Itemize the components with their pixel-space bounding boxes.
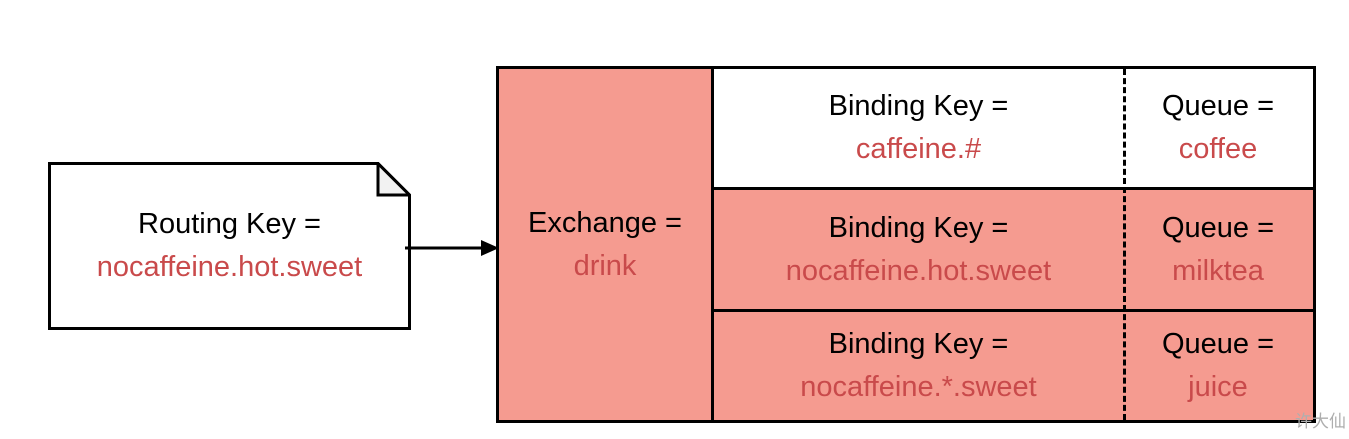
binding-key-value: nocaffeine.*.sweet (800, 371, 1037, 403)
exchange-cell: Exchange = drink (499, 69, 714, 420)
exchange-value: drink (573, 249, 637, 282)
exchange-bindings-table: Exchange = drink Binding Key = caffeine.… (496, 66, 1316, 423)
queue-cell: Queue = juice (1123, 312, 1313, 420)
queue-label: Queue = (1161, 328, 1275, 360)
binding-key-cell: Binding Key = caffeine.# (714, 69, 1123, 187)
binding-key-cell: Binding Key = nocaffeine.*.sweet (714, 312, 1123, 420)
queue-label: Queue = (1161, 90, 1275, 122)
binding-queue-dashed-divider (1123, 69, 1126, 420)
binding-row-milktea: Binding Key = nocaffeine.hot.sweet Queue… (714, 190, 1313, 312)
routing-key-text: Routing Key = nocaffeine.hot.sweet (48, 162, 411, 330)
routing-key-note: Routing Key = nocaffeine.hot.sweet (48, 162, 411, 330)
queue-cell: Queue = coffee (1123, 69, 1313, 187)
exchange-label: Exchange = (528, 206, 682, 239)
queue-cell: Queue = milktea (1123, 190, 1313, 309)
binding-row-coffee: Binding Key = caffeine.# Queue = coffee (714, 69, 1313, 190)
binding-key-cell: Binding Key = nocaffeine.hot.sweet (714, 190, 1123, 309)
routing-key-label: Routing Key = (138, 208, 321, 240)
note-shape-outline (48, 162, 411, 330)
queue-label: Queue = (1161, 211, 1275, 244)
binding-key-value: caffeine.# (855, 133, 982, 165)
binding-key-label: Binding Key = (828, 211, 1009, 244)
binding-key-value: nocaffeine.hot.sweet (785, 254, 1052, 287)
binding-rows: Binding Key = caffeine.# Queue = coffee … (714, 69, 1313, 420)
routing-key-value: nocaffeine.hot.sweet (96, 251, 363, 283)
binding-key-label: Binding Key = (828, 328, 1009, 360)
binding-key-label: Binding Key = (828, 90, 1009, 122)
queue-value: milktea (1172, 254, 1264, 287)
queue-value: juice (1188, 371, 1248, 403)
note-fold-corner-icon (376, 162, 411, 197)
queue-value: coffee (1178, 133, 1258, 165)
watermark-text: 许大仙 (1295, 412, 1346, 431)
routing-arrow-icon (405, 240, 499, 256)
binding-row-juice: Binding Key = nocaffeine.*.sweet Queue =… (714, 312, 1313, 420)
